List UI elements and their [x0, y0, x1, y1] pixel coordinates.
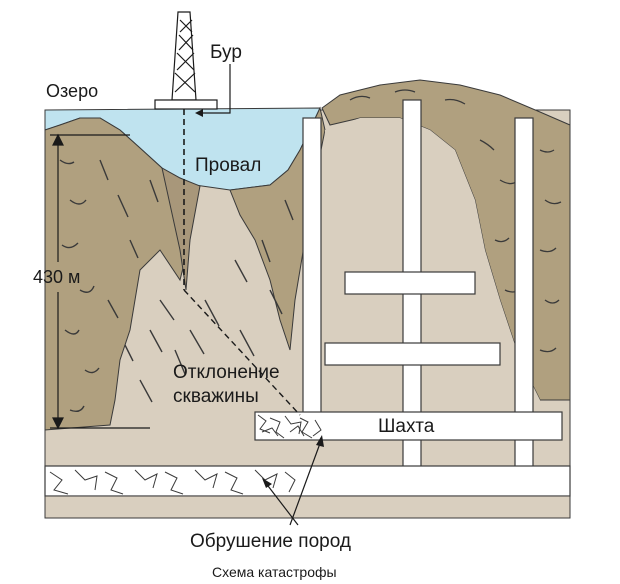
rock-streaks: [59, 159, 294, 413]
mine-label: Шахта: [378, 416, 435, 437]
deviation-label-line2: скважины: [173, 386, 259, 407]
collapse-leader-1-arrow: [316, 435, 324, 447]
drill-rig-icon: [154, 11, 218, 110]
deviation-label-line1: Отклонение: [173, 362, 280, 383]
sinkhole-wedge: [161, 167, 201, 291]
collapse-leader-2: [264, 481, 299, 526]
drift-middle: [324, 342, 501, 366]
drift-upper: [344, 271, 476, 295]
sinkhole-label: Провал: [195, 155, 261, 176]
collapse-leader-2-arrow: [262, 478, 272, 488]
collapsed-rubble: [49, 469, 296, 495]
collapse-leader-1: [289, 437, 323, 526]
inner-ground: [318, 118, 540, 410]
drill-label: Бур: [210, 42, 242, 63]
lake-label: Озеро: [46, 81, 98, 101]
diagram-caption: Схема катастрофы: [212, 564, 337, 580]
drill-leader-arrow: [195, 109, 203, 117]
shaft-left: [302, 117, 322, 419]
gallery-rubble: [257, 414, 322, 439]
collapse-label: Обрушение пород: [190, 531, 351, 552]
depth-label: 430 м: [33, 267, 80, 287]
collapsed-layer: [44, 465, 571, 497]
bottom-stratum: [44, 495, 571, 519]
borehole-deviation: [183, 289, 301, 416]
drill-leader: [198, 64, 231, 114]
hill-streaks: [349, 89, 562, 353]
depth-dimension: [50, 133, 150, 430]
